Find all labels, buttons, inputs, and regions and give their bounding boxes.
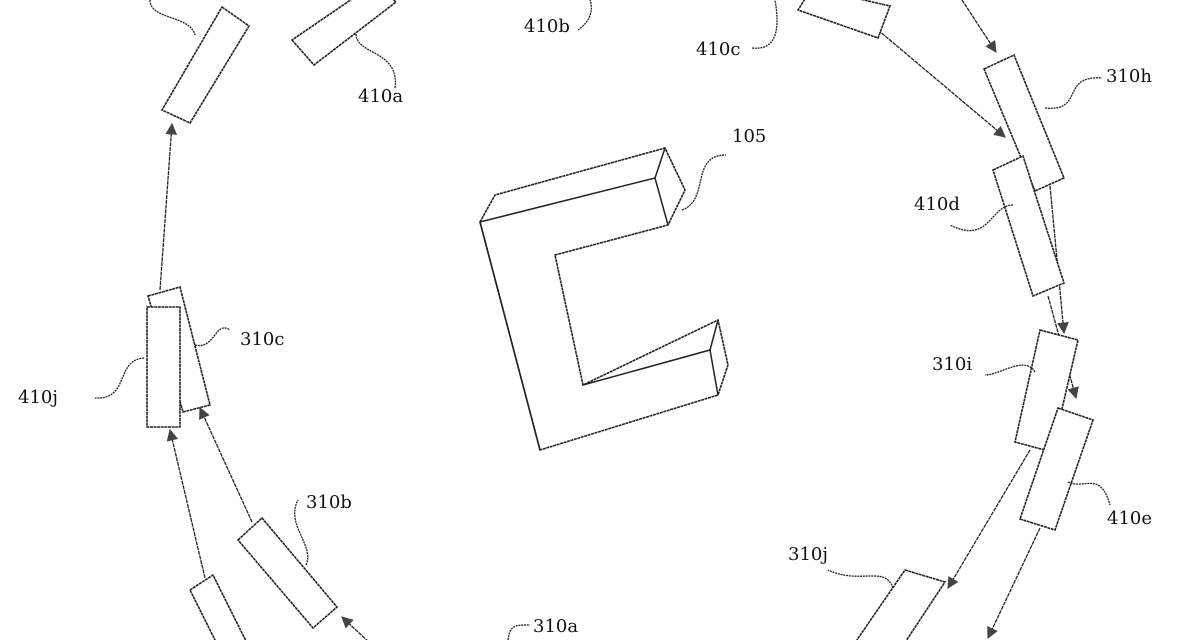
reflector-410j [146, 306, 181, 428]
reference-labels: 410a 410b 410c 310h 105 410d 310c 410j 3… [18, 16, 1152, 637]
reflector-410e [1018, 406, 1095, 531]
beam-arrow [987, 527, 1041, 640]
reflector-310b [236, 516, 339, 630]
leader-lines [94, 0, 1111, 640]
reflectors [146, 0, 1095, 640]
beam-paths [159, 0, 1079, 640]
label-105: 105 [732, 126, 766, 147]
beam-arrow [877, 29, 1006, 138]
c-shaped-object-105 [479, 147, 729, 452]
beam-arrow [159, 122, 178, 291]
label-310h: 310h [1106, 66, 1152, 87]
reflector-bottom-left [188, 573, 247, 640]
beam-arrow [961, 0, 997, 53]
reflector-410a [290, 0, 398, 67]
beam-arrow [947, 449, 1031, 590]
label-310c: 310c [240, 329, 284, 350]
label-310a: 310a [533, 616, 578, 637]
label-310i: 310i [932, 354, 972, 375]
label-410a: 410a [358, 86, 403, 107]
reflector-310h [982, 53, 1066, 193]
label-310b: 310b [306, 492, 352, 513]
reflector-310i [1014, 329, 1079, 453]
reflector-410c [796, 0, 892, 40]
reflector-310j [855, 569, 947, 640]
label-410b: 410b [524, 16, 570, 37]
beam-arrow [166, 428, 206, 579]
reflector-top-left [160, 5, 251, 125]
label-410e: 410e [1107, 508, 1152, 529]
label-410j: 410j [18, 387, 58, 408]
label-410d: 410d [914, 194, 960, 215]
beam-arrow [199, 406, 253, 523]
beam-arrow [341, 616, 368, 640]
reflector-410d [992, 154, 1065, 298]
label-310j: 310j [788, 544, 828, 565]
label-410c: 410c [696, 39, 740, 60]
